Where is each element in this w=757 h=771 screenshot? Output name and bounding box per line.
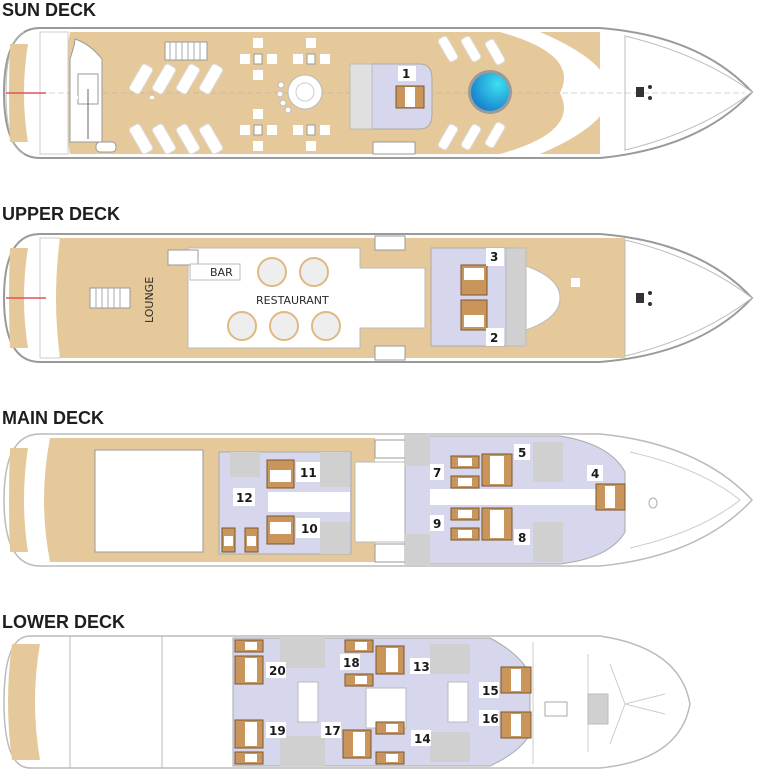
sun-deck-drawing: 1 xyxy=(2,27,754,159)
main-deck-drawing: 11 12 10 7 5 9 8 4 xyxy=(3,433,754,567)
cabin-number: 3 xyxy=(490,250,498,264)
restaurant-label: RESTAURANT xyxy=(256,294,329,307)
cabin-number: 7 xyxy=(433,466,441,480)
cabin-number: 16 xyxy=(482,712,499,726)
cabin-number: 2 xyxy=(490,331,498,345)
pool xyxy=(471,73,509,111)
lounge-label: LOUNGE xyxy=(143,277,156,323)
cabin-number: 8 xyxy=(518,531,526,545)
main-deck-plan: 11 12 10 7 5 9 8 4 xyxy=(0,432,757,572)
deck-title-upper: UPPER DECK xyxy=(2,204,121,224)
cabin-number: 20 xyxy=(269,664,286,678)
cabin-number: 1 xyxy=(402,67,410,81)
upper-deck-drawing: LOUNGE BAR RESTAURANT 3 2 xyxy=(2,233,754,363)
lower-deck-drawing: 20 18 13 15 19 17 14 16 xyxy=(3,635,691,769)
cabin-number: 19 xyxy=(269,724,286,738)
sun-deck-plan: 1 xyxy=(0,24,757,164)
cabin-number: 15 xyxy=(482,684,499,698)
lower-deck-plan: 20 18 13 15 19 17 14 16 xyxy=(0,634,757,771)
cabin-number: 14 xyxy=(414,732,431,746)
deck-title-sun: SUN DECK xyxy=(2,0,97,20)
cabin-number: 12 xyxy=(236,491,253,505)
cabin-number: 9 xyxy=(433,517,441,531)
cabin-number: 18 xyxy=(343,656,360,670)
cabin-number: 17 xyxy=(324,724,341,738)
bar-label: BAR xyxy=(210,266,233,279)
cabin-number: 11 xyxy=(300,466,317,480)
deck-title-lower: LOWER DECK xyxy=(2,612,125,632)
cabin-number: 5 xyxy=(518,446,526,460)
deck-title-main: MAIN DECK xyxy=(2,408,104,428)
upper-deck-plan: LOUNGE BAR RESTAURANT 3 2 xyxy=(0,228,757,368)
cabin-number: 10 xyxy=(301,522,318,536)
cabin-number: 13 xyxy=(413,660,430,674)
cabin-number: 4 xyxy=(591,467,599,481)
